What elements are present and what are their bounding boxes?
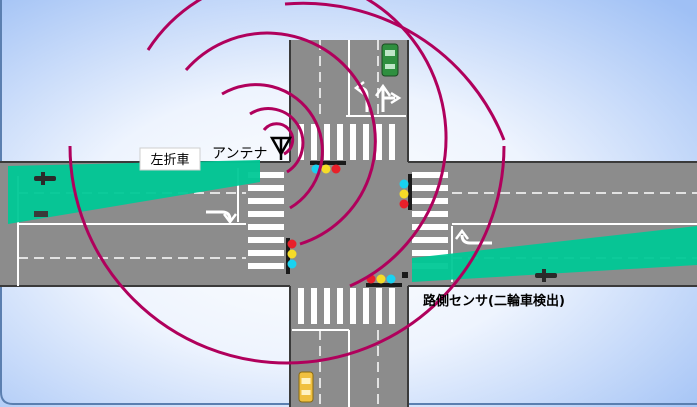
crosswalk-west [248,172,284,269]
traffic-signal-icon [286,238,297,274]
lane-arrow-icon [206,210,237,225]
roadside-sensor-unit [402,272,408,278]
motorcycle-icon [34,172,56,185]
radio-waves [68,0,506,365]
crosswalk-north [298,124,395,160]
car-icon [298,371,314,403]
car-icon [381,43,399,77]
antenna-icon [269,136,293,160]
traffic-signal-icon [399,174,412,210]
intersection-box [290,162,408,286]
lane-arrow-icon [455,228,492,245]
motorcycle-icon [535,269,557,282]
antenna-label: アンテナ [212,146,267,162]
left-turn-car-label-box: 左折車 [139,147,201,171]
vehicle-shadow [34,211,48,217]
lane-markings-vertical [292,40,406,407]
roadside-sensor-label: 路側センサ(二輪車検出) [423,293,565,309]
left-turn-car-label: 左折車 [150,153,189,168]
sensor-beam-east [412,226,697,282]
crosswalk-south [298,288,395,324]
